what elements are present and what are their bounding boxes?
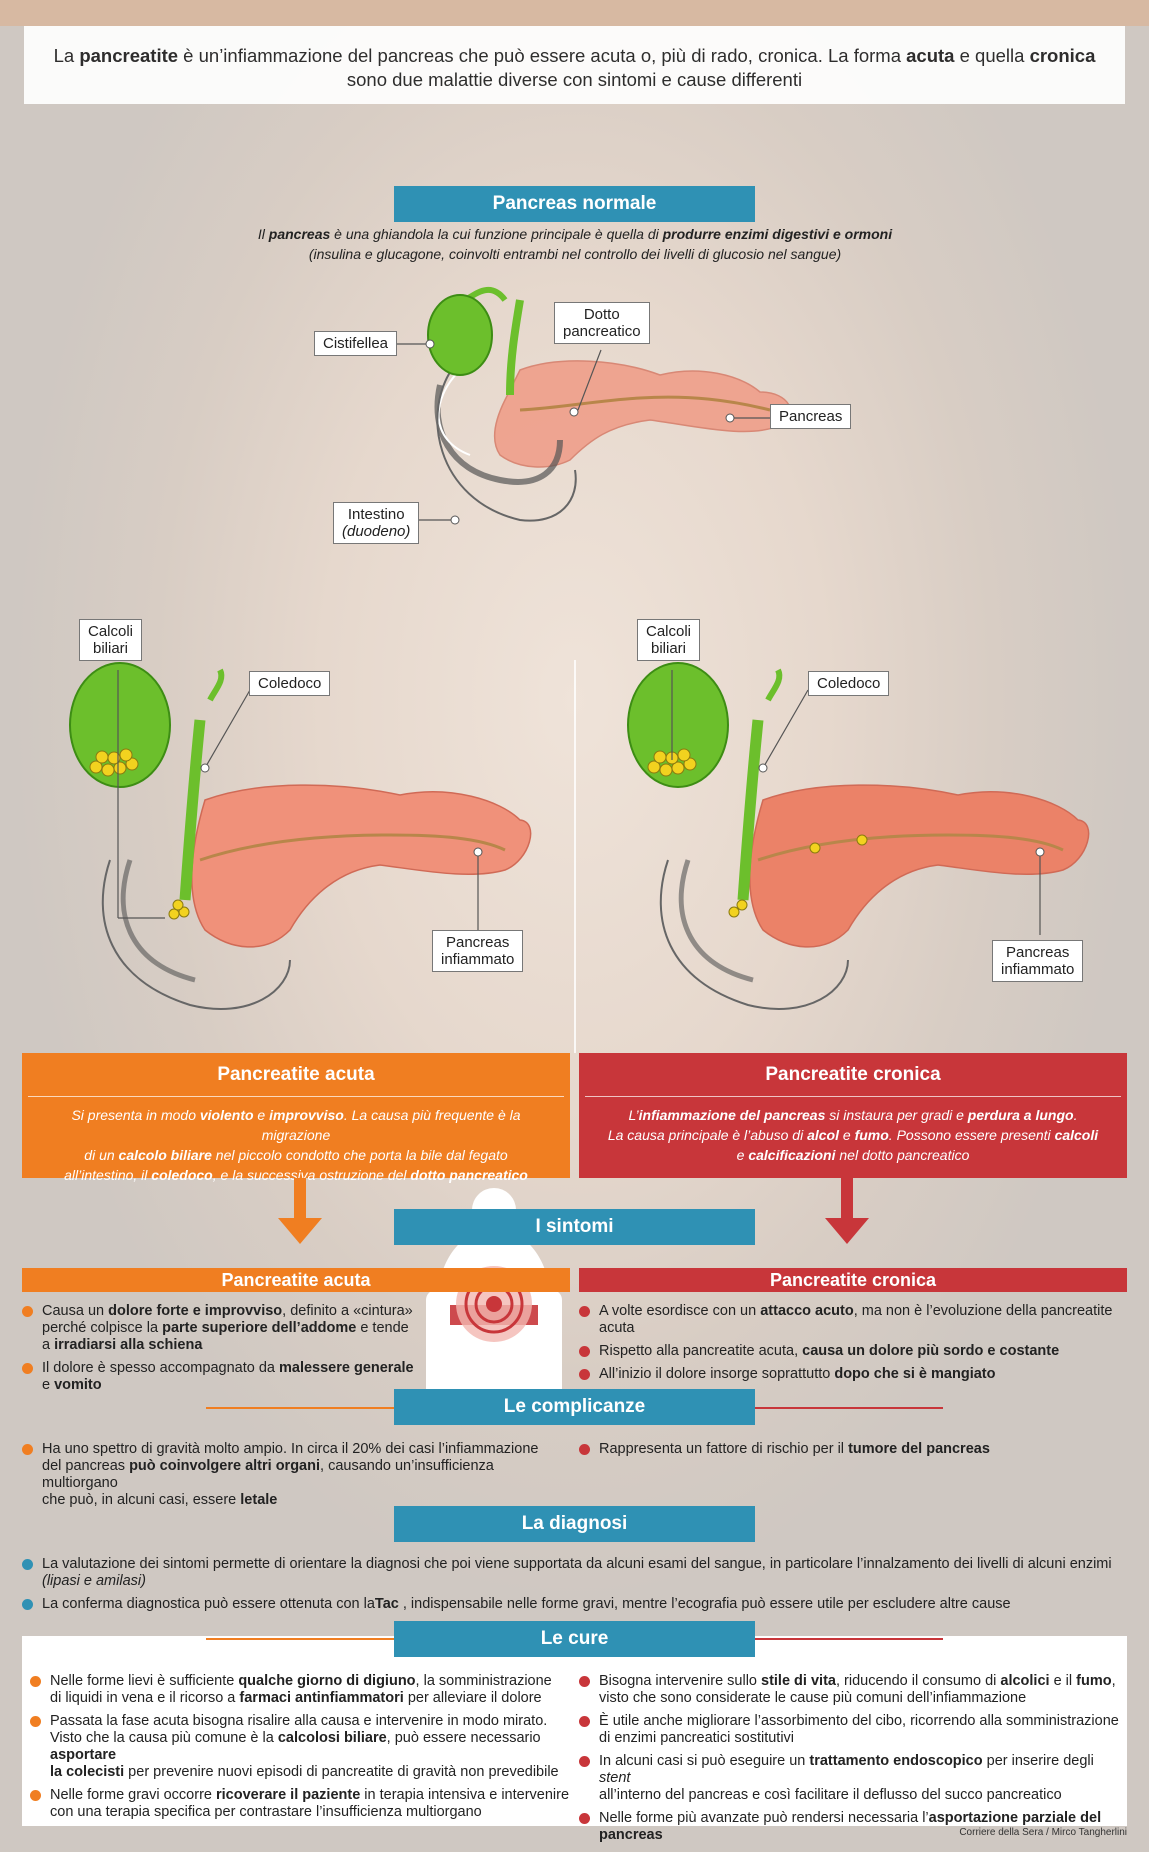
list-item: Rispetto alla pancreatite acuta, causa u… (579, 1343, 1127, 1360)
label-coledoco-chronic: Coledoco (808, 671, 890, 696)
cure-title: Le cure (394, 1621, 755, 1657)
normal-pancreas-title: Pancreas normale (394, 186, 755, 222)
diagnosi-list: La valutazione dei sintomi permette di o… (22, 1556, 1132, 1619)
label-cistifellea: Cistifellea (314, 331, 398, 356)
cure-acute-list: Nelle forme lievi è sufficiente qualche … (30, 1673, 570, 1827)
chronic-pancreas-illustration (627, 662, 1090, 1010)
complicanze-acute-list: Ha uno spettro di gravità molto ampio. I… (22, 1441, 562, 1515)
acute-box-text: Si presenta in modo violento e improvvis… (64, 1107, 528, 1183)
complicanze-right-line (755, 1407, 943, 1409)
acute-pancreas-illustration (69, 662, 532, 1010)
list-item: Bisogna intervenire sullo stile di vita,… (579, 1673, 1127, 1707)
chronic-arrow-shaft (841, 1178, 853, 1218)
normal-pancreas-description: Il pancreas è una ghiandola la cui funzi… (257, 226, 893, 262)
sintomi-acute-header: Pancreatite acuta (22, 1268, 570, 1292)
sintomi-title: I sintomi (394, 1209, 755, 1245)
acute-pancreatitis-box: Pancreatite acuta Si presenta in modo vi… (22, 1053, 570, 1183)
cure-chronic-list: Bisogna intervenire sullo stile di vita,… (579, 1673, 1127, 1850)
list-item: È utile anche migliorare l’assorbimento … (579, 1713, 1127, 1747)
list-item: Nelle forme gravi occorre ricoverare il … (30, 1787, 570, 1821)
list-item: La valutazione dei sintomi permette di o… (22, 1556, 1132, 1590)
list-item: Nelle forme più avanzate può rendersi ne… (579, 1810, 1127, 1844)
list-item: Causa un dolore forte e improvviso, defi… (22, 1303, 442, 1354)
list-item: In alcuni casi si può eseguire un tratta… (579, 1753, 1127, 1804)
chronic-box-text: L’infiammazione del pancreas si instaura… (607, 1107, 1099, 1163)
credit: Corriere della Sera / Mirco Tangherlini (959, 1827, 1127, 1838)
complicanze-title: Le complicanze (394, 1389, 755, 1425)
list-item: Rappresenta un fattore di rischio per il… (579, 1441, 1127, 1458)
label-coledoco-acute: Coledoco (249, 671, 331, 696)
acute-box-title: Pancreatite acuta (28, 1053, 564, 1097)
sintomi-chronic-header: Pancreatite cronica (579, 1268, 1127, 1292)
acute-arrow-shaft (294, 1178, 306, 1218)
list-item: Il dolore è spesso accompagnato da males… (22, 1360, 442, 1394)
complicanze-chronic-list: Rappresenta un fattore di rischio per il… (579, 1441, 1127, 1464)
shoulders-strip (0, 0, 1149, 26)
illustration-divider (574, 660, 576, 1053)
label-intestino: Intestino(duodeno) (333, 502, 420, 544)
list-item: Ha uno spettro di gravità molto ampio. I… (22, 1441, 562, 1509)
sintomi-chronic-list: A volte esordisce con un attacco acuto, … (579, 1303, 1127, 1389)
list-item: Passata la fase acuta bisogna risalire a… (30, 1713, 570, 1781)
label-pancreas: Pancreas (770, 404, 852, 429)
cure-left-line (206, 1638, 394, 1640)
complicanze-left-line (206, 1407, 394, 1409)
list-item: A volte esordisce con un attacco acuto, … (579, 1303, 1127, 1337)
chronic-pancreatitis-box: Pancreatite cronica L’infiammazione del … (579, 1053, 1127, 1178)
list-item: Nelle forme lievi è sufficiente qualche … (30, 1673, 570, 1707)
chronic-arrow-head (825, 1218, 869, 1244)
intro-line-1: La pancreatite è un’infiammazione del pa… (53, 45, 1096, 66)
list-item: La conferma diagnostica può essere otten… (22, 1596, 1132, 1613)
intro-line-2: sono due malattie diverse con sintomi e … (346, 69, 803, 90)
chronic-box-title: Pancreatite cronica (585, 1053, 1121, 1097)
acute-arrow-head (278, 1218, 322, 1244)
diagnosi-title: La diagnosi (394, 1506, 755, 1542)
intro-panel: La pancreatite è un’infiammazione del pa… (24, 26, 1125, 104)
list-item: All’inizio il dolore insorge soprattutto… (579, 1366, 1127, 1383)
cure-right-line (755, 1638, 943, 1640)
sintomi-acute-list: Causa un dolore forte e improvviso, defi… (22, 1303, 442, 1400)
cure-panel (22, 1636, 1127, 1826)
